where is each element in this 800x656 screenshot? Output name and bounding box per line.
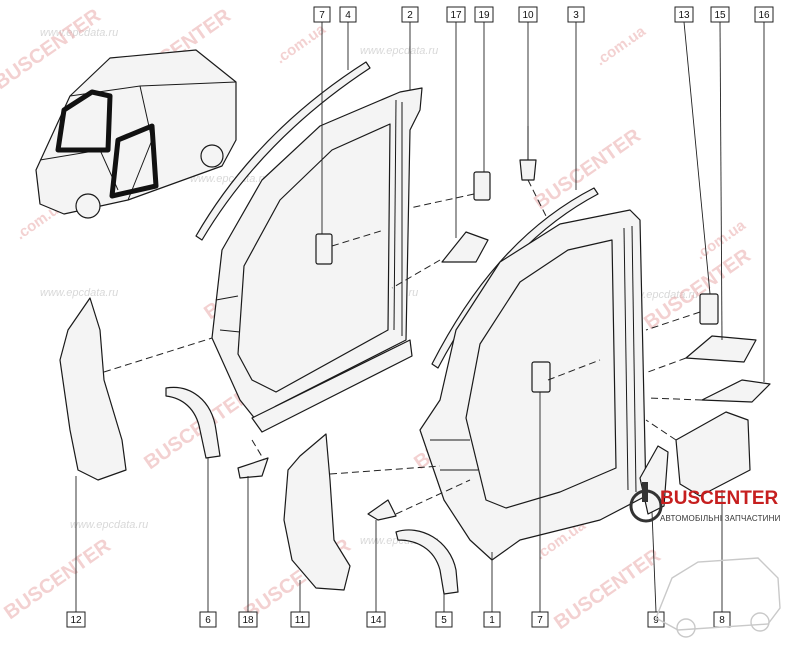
callout-10: 10: [518, 6, 538, 23]
callout-12: 12: [66, 611, 86, 628]
callout-13: 13: [674, 6, 694, 23]
part-15-bracket: [685, 335, 757, 363]
part-7-plate-lower: [531, 361, 551, 393]
part-11-pillar: [283, 433, 351, 591]
callout-14: 14: [366, 611, 386, 628]
watermark-site: www.epcdata.ru: [360, 45, 438, 57]
callout-3: 3: [567, 6, 585, 23]
callout-17: 17: [446, 6, 466, 23]
van-thumbnail-icon: [35, 49, 237, 219]
svg-text:7: 7: [319, 10, 325, 21]
svg-text:15: 15: [714, 10, 726, 21]
roof-trim-strip: [195, 61, 371, 241]
svg-text:3: 3: [573, 10, 579, 21]
callout-18: 18: [238, 611, 258, 628]
callouts-bottom: 12 6 18 11 14 5 1 7 9 8: [66, 611, 731, 628]
logo-mark-icon: [629, 482, 781, 638]
callout-5: 5: [435, 611, 453, 628]
callout-7-lower: 7: [531, 611, 549, 628]
svg-text:18: 18: [242, 615, 254, 626]
callout-4: 4: [339, 6, 357, 23]
part-7-plate: [315, 233, 333, 265]
part-13-plate: [699, 293, 719, 325]
callout-6: 6: [199, 611, 217, 628]
watermark-site: www.epcdata.ru: [40, 27, 118, 39]
watermark-domain: .com.ua: [593, 22, 650, 69]
svg-text:19: 19: [478, 10, 490, 21]
part-16-bracket: [701, 379, 771, 403]
svg-text:8: 8: [719, 615, 725, 626]
part-12-bracket: [59, 297, 127, 481]
svg-text:10: 10: [522, 10, 534, 21]
callout-2: 2: [401, 6, 419, 23]
callout-1: 1: [483, 611, 501, 628]
svg-text:4: 4: [345, 10, 351, 21]
part-8-panel: [675, 411, 751, 497]
callout-19: 19: [474, 6, 494, 23]
svg-text:2: 2: [407, 10, 413, 21]
watermark-site: www.epcdata.ru: [190, 173, 268, 185]
leader-lines-bottom: [75, 392, 723, 613]
part-6-arch-trim: [165, 386, 221, 459]
callout-7: 7: [313, 6, 331, 23]
watermark-site: www.epcdata.ru: [40, 287, 118, 299]
part-5-arch-trim: [395, 529, 459, 595]
part-14-plate: [367, 499, 397, 521]
buscenter-logo: BUSCENTER АВТОМОБІЛЬНІ ЗАПЧАСТИНИ: [628, 478, 800, 656]
svg-text:13: 13: [678, 10, 690, 21]
svg-text:6: 6: [205, 615, 211, 626]
callout-11: 11: [290, 611, 310, 628]
watermark-brand: BUSCENTER: [530, 124, 645, 214]
svg-text:11: 11: [295, 615, 306, 626]
logo-tagline: АВТОМОБІЛЬНІ ЗАПЧАСТИНИ: [660, 514, 781, 523]
callout-16: 16: [754, 6, 774, 23]
callouts-top: 7 4 2 17 19 10 3 13 15 16: [313, 6, 774, 23]
watermark-site: www.epcdata.ru: [70, 519, 148, 531]
svg-text:5: 5: [441, 615, 447, 626]
svg-text:9: 9: [653, 615, 659, 626]
watermark-brand: BUSCENTER: [0, 534, 115, 624]
svg-text:17: 17: [450, 10, 462, 21]
callout-15: 15: [710, 6, 730, 23]
svg-text:14: 14: [370, 615, 382, 626]
assembly-lines: [103, 179, 703, 515]
part-17-bracket: [441, 231, 489, 263]
leader-lines-top: [321, 21, 765, 382]
logo-brand: BUSCENTER: [660, 488, 779, 509]
callout-9: 9: [647, 611, 665, 628]
svg-text:12: 12: [70, 615, 82, 626]
svg-text:7: 7: [537, 615, 543, 626]
part-18-plate: [237, 457, 269, 479]
part-19-plate: [473, 171, 491, 201]
svg-text:1: 1: [489, 615, 495, 626]
watermark-domain: .com.ua: [273, 20, 330, 67]
svg-text:16: 16: [758, 10, 770, 21]
part-10-clip: [519, 126, 537, 181]
